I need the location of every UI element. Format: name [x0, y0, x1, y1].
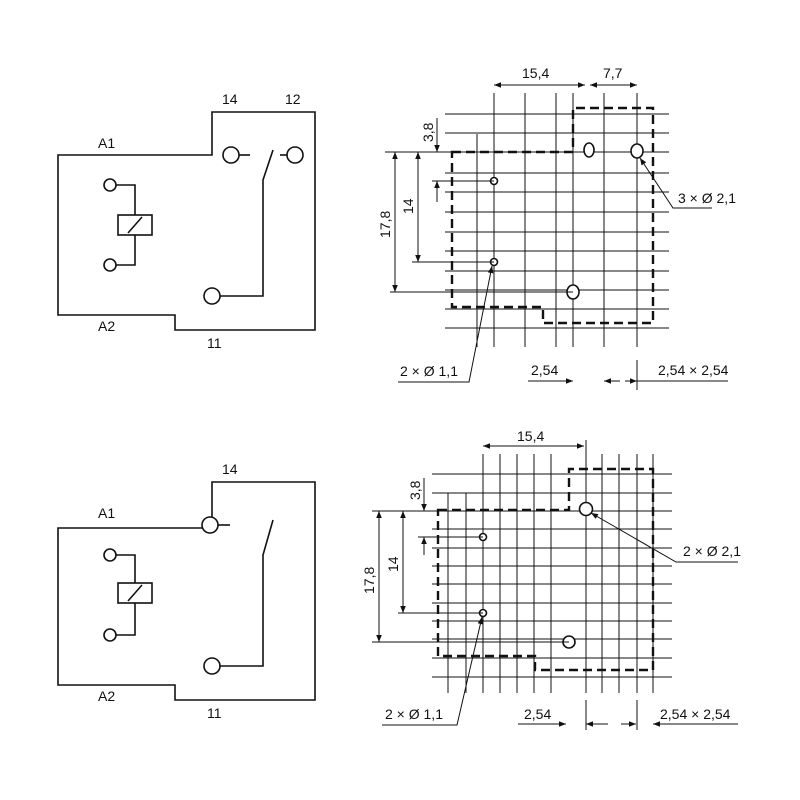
dim-17-8: 17,8 — [377, 211, 393, 238]
bottom-schematic: 14 A1 A2 11 — [57, 461, 316, 721]
large-hole-callout: 3 × Ø 2,1 — [678, 190, 736, 206]
top-footprint: 15,4 7,7 3,8 14 17,8 3 × Ø 2,1 2 × Ø 1,1… — [377, 65, 736, 390]
relay-body-outline — [436, 467, 655, 672]
pin-hole-large — [583, 142, 595, 158]
dim-14: 14 — [400, 198, 416, 214]
pin-label-11: 11 — [207, 705, 222, 721]
dimension-lines — [390, 82, 728, 390]
pin-label-a1: A1 — [98, 505, 115, 521]
pin-label-12: 12 — [285, 91, 301, 107]
dim-3-8: 3,8 — [420, 122, 436, 142]
coil-symbol — [103, 178, 153, 272]
contact-symbol — [201, 516, 274, 675]
pin-hole-large — [630, 143, 644, 159]
dim-14: 14 — [385, 556, 401, 572]
pin-label-a2: A2 — [98, 688, 115, 704]
coil-symbol — [103, 548, 153, 642]
pin-label-11: 11 — [207, 335, 222, 351]
dim-15-4: 15,4 — [517, 428, 544, 444]
pin-label-a1: A1 — [98, 135, 115, 151]
pin-hole-large — [578, 501, 594, 517]
grid — [385, 93, 669, 347]
dim-7-7: 7,7 — [603, 65, 623, 81]
bottom-footprint: 15,4 3,8 14 17,8 2 × Ø 2,1 2 × Ø 1,1 2,5… — [361, 428, 741, 730]
large-hole-callout: 2 × Ø 2,1 — [683, 543, 741, 559]
dim-17-8: 17,8 — [361, 567, 377, 594]
small-hole-callout: 2 × Ø 1,1 — [400, 363, 458, 379]
relay-body-outline — [450, 106, 655, 325]
grid — [432, 454, 672, 693]
relay-outline — [57, 481, 316, 701]
relay-outline — [57, 111, 316, 331]
dimension-lines — [372, 440, 738, 730]
grid-label: 2,54 × 2,54 — [658, 362, 729, 378]
pin-label-14: 14 — [222, 91, 238, 107]
pitch-label: 2,54 — [531, 362, 558, 378]
dim-15-4: 15,4 — [522, 65, 549, 81]
pin-label-14: 14 — [222, 461, 238, 477]
dim-3-8: 3,8 — [407, 480, 423, 500]
small-hole-callout: 2 × Ø 1,1 — [385, 706, 443, 722]
top-schematic: 14 12 A1 A2 11 — [57, 91, 316, 351]
pitch-label: 2,54 — [524, 706, 551, 722]
grid-label: 2,54 × 2,54 — [660, 706, 731, 722]
contact-symbol — [203, 146, 304, 305]
pin-label-a2: A2 — [98, 318, 115, 334]
